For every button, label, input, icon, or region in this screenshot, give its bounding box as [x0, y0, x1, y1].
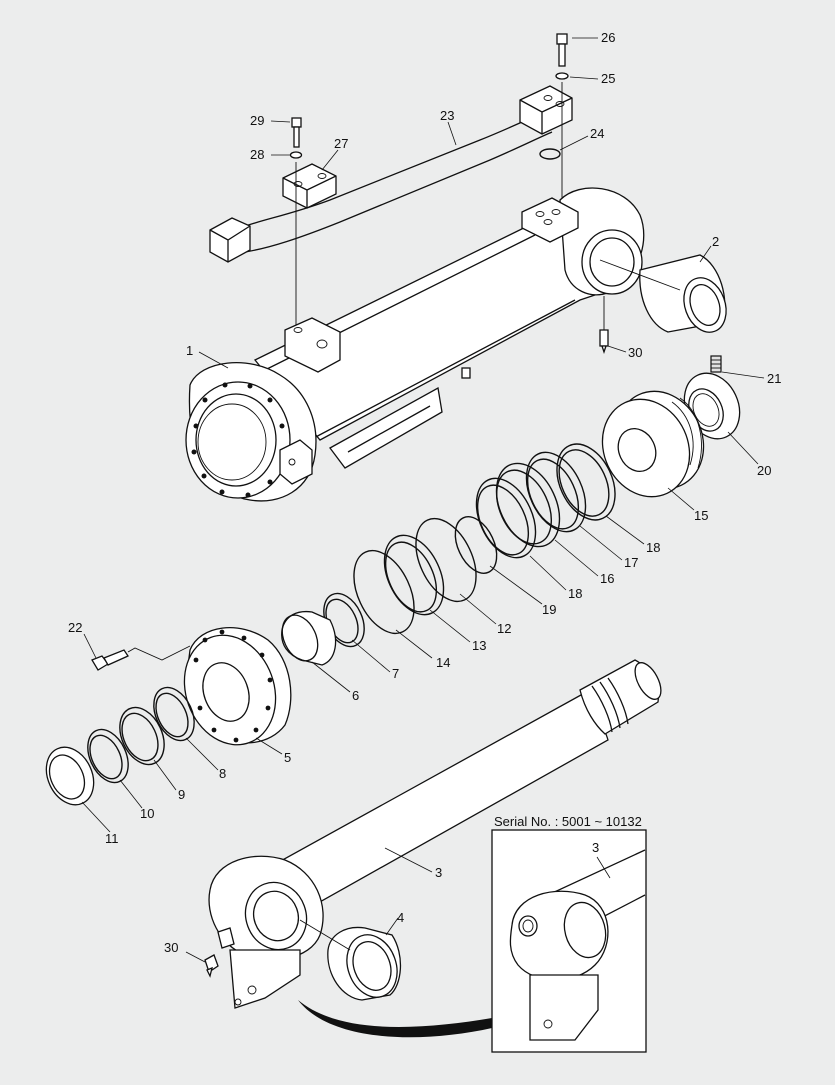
callout-labels: 26 25 23 24 29 28 27 2 1 30 21 20 15 18 …: [68, 30, 781, 955]
o-ring-24: [539, 148, 561, 160]
inset-part-label: 3: [592, 840, 599, 855]
ring-12: [415, 517, 477, 603]
inset-pointer-arrow: [298, 1000, 492, 1038]
callout-16: 16: [600, 571, 614, 586]
washer-28: [289, 151, 303, 159]
ring-18-lower: [475, 477, 537, 559]
bolt-22: [91, 649, 129, 671]
inset-panel: [491, 829, 647, 1053]
seal-9: [119, 706, 165, 766]
callout-2: 2: [712, 234, 719, 249]
bolt-29: [291, 117, 302, 148]
callout-23: 23: [440, 108, 454, 123]
callout-6: 6: [352, 688, 359, 703]
callout-28: 28: [250, 147, 264, 162]
callout-30-top: 30: [628, 345, 642, 360]
ring-19: [454, 516, 498, 574]
cylinder-tube-1: [185, 187, 645, 502]
ring-14: [353, 549, 415, 635]
callout-22: 22: [68, 620, 82, 635]
grease-nipple-30-top: [599, 329, 609, 355]
ring-10: [87, 728, 129, 784]
set-screw-21: [710, 355, 722, 373]
callout-18-upper: 18: [646, 540, 660, 555]
piston-rod-3: [208, 659, 662, 1009]
callout-26: 26: [601, 30, 615, 45]
callout-7: 7: [392, 666, 399, 681]
leader-lines: [81, 37, 765, 963]
callout-21: 21: [767, 371, 781, 386]
ring-8: [153, 686, 195, 742]
callout-9: 9: [178, 787, 185, 802]
callout-11: 11: [105, 831, 119, 846]
bolt-26: [556, 33, 568, 67]
pipe-flange-top: [519, 85, 573, 135]
callout-14: 14: [436, 655, 450, 670]
callout-29: 29: [250, 113, 264, 128]
bushing-2: [639, 254, 727, 333]
bushing-4: [327, 926, 402, 1001]
seal-17: [525, 451, 587, 533]
callout-4: 4: [397, 910, 404, 925]
grease-nipple-30-bottom: [204, 954, 219, 978]
inset-caption: Serial No. : 5001 ~ 10132: [494, 814, 642, 829]
callout-10: 10: [140, 806, 154, 821]
callout-17: 17: [624, 555, 638, 570]
wiper-11: [45, 746, 95, 806]
callout-30-bottom: 30: [164, 940, 178, 955]
ring-18-upper: [556, 443, 616, 521]
gland-5: [183, 627, 292, 746]
callout-24: 24: [590, 126, 604, 141]
callout-18-lower: 18: [568, 586, 582, 601]
bushing-6: [281, 610, 337, 666]
callout-15: 15: [694, 508, 708, 523]
callout-8: 8: [219, 766, 226, 781]
callout-12: 12: [497, 621, 511, 636]
callout-3: 3: [435, 865, 442, 880]
callout-5: 5: [284, 750, 291, 765]
piston-15: [601, 390, 705, 498]
callout-1: 1: [186, 343, 193, 358]
callout-25: 25: [601, 71, 615, 86]
callout-19: 19: [542, 602, 556, 617]
callout-20: 20: [757, 463, 771, 478]
ring-13: [383, 534, 445, 616]
seal-16: [495, 462, 561, 548]
callout-27: 27: [334, 136, 348, 151]
washer-25: [555, 72, 569, 80]
callout-13: 13: [472, 638, 486, 653]
